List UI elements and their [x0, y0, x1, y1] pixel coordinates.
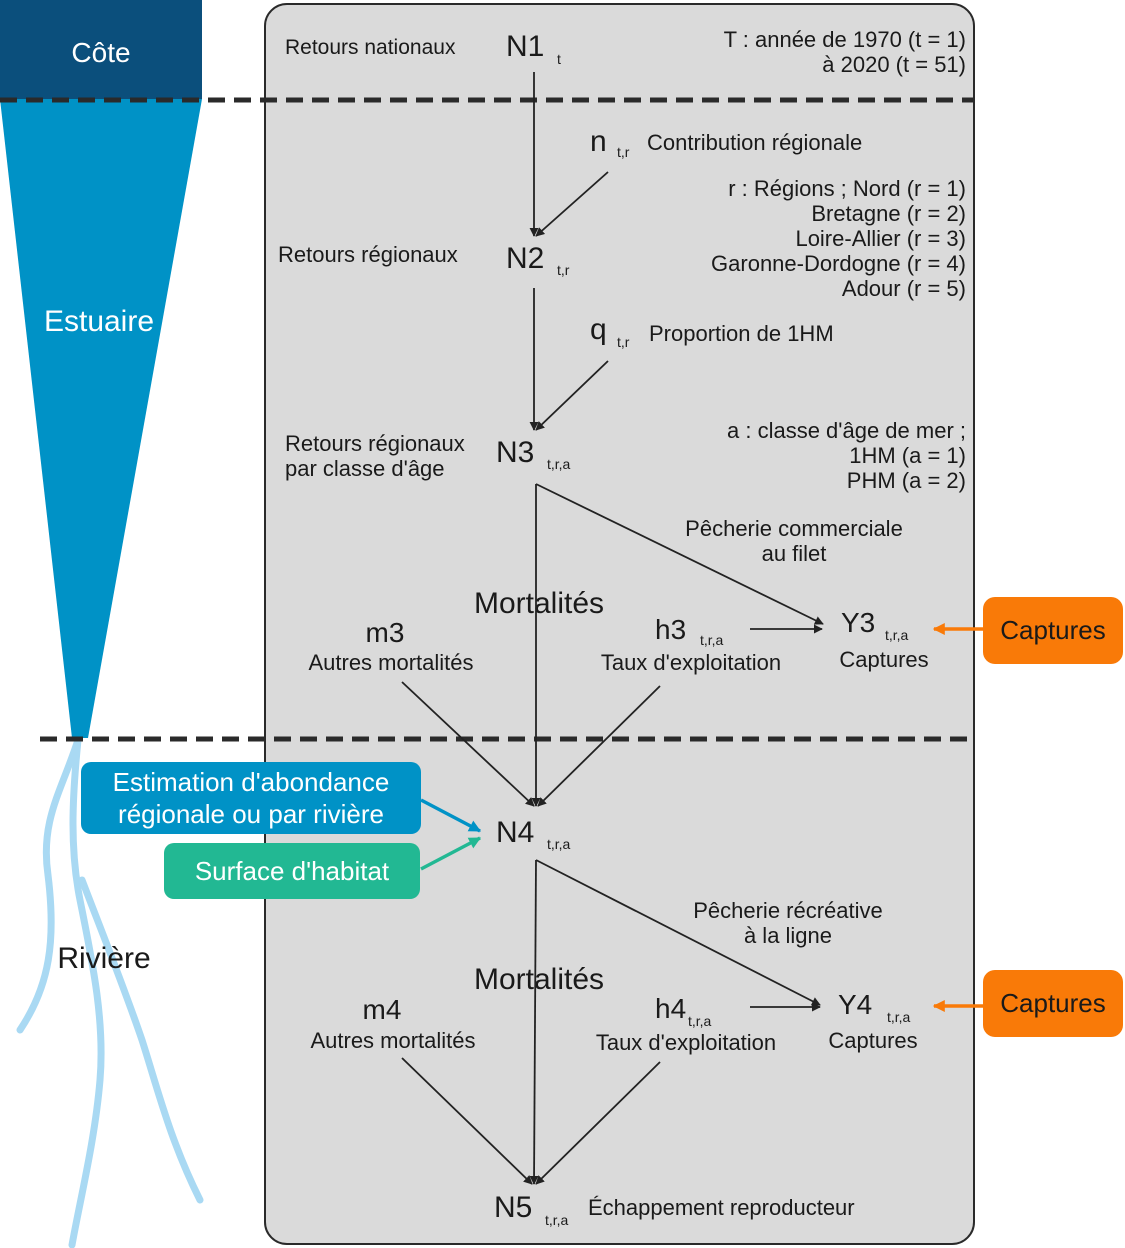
regions-line2: Bretagne (r = 2) [811, 201, 966, 226]
arrow-q-param-n3 [535, 360, 609, 431]
n3-symbol: N3 [496, 436, 534, 469]
h4-subscript: t,r,a [688, 1013, 712, 1029]
n5-label: Échappement reproducteur [588, 1195, 855, 1220]
n3-label-line2: par classe d'âge [285, 456, 445, 481]
arrow-n-param-n2 [535, 171, 609, 237]
estuary-label: Estuaire [44, 305, 154, 338]
y3-label: Captures [839, 647, 928, 672]
arrow-abundance-n4 [420, 798, 482, 833]
time-index-line1: T : année de 1970 (t = 1) [724, 27, 966, 52]
age-classes-line3: PHM (a = 2) [847, 468, 966, 493]
y3-symbol: Y3 [841, 607, 875, 638]
n2-label: Retours régionaux [278, 242, 458, 267]
n-param-subscript: t,r [617, 144, 630, 160]
y4-label: Captures [828, 1028, 917, 1053]
m3-symbol: m3 [366, 617, 405, 648]
captures-box-1 [983, 597, 1123, 664]
arrow-n4-n5 [529, 859, 539, 1185]
captures-box-2-label: Captures [1000, 988, 1106, 1018]
arrow-m4-n5 [401, 1057, 533, 1185]
n2-subscript: t,r [557, 262, 570, 278]
q-param-subscript: t,r [617, 334, 630, 350]
arrow-m3-n4 [401, 681, 535, 807]
regions-line4: Garonne-Dordogne (r = 4) [711, 251, 966, 276]
n3-label-line1: Retours régionaux [285, 431, 465, 456]
m3-label: Autres mortalités [308, 650, 473, 675]
arrow-n4-y4 [535, 859, 821, 1006]
recreational-fishery-line1: Pêcherie récréative [693, 898, 883, 923]
model-panel [264, 3, 975, 1245]
abundance-box [81, 762, 421, 834]
arrow-h4-n5 [535, 1061, 661, 1185]
recreational-fishery-line2: à la ligne [744, 923, 832, 948]
y3-subscript: t,r,a [885, 627, 909, 643]
n1-label: Retours nationaux [285, 36, 456, 59]
commercial-fishery-line1: Pêcherie commerciale [685, 516, 903, 541]
arrow-habitat-n4 [420, 836, 482, 871]
h4-symbol: h4 [655, 993, 686, 1024]
captures-box-2 [983, 970, 1123, 1037]
captures-box-1-label: Captures [1000, 615, 1106, 645]
n5-subscript: t,r,a [545, 1212, 569, 1228]
abundance-box-line1: Estimation d'abondance [113, 767, 390, 797]
time-index-line2: à 2020 (t = 51) [822, 52, 966, 77]
abundance-box-line2: régionale ou par rivière [118, 799, 384, 829]
coast-zone [0, 0, 202, 99]
regions-line5: Adour (r = 5) [842, 276, 966, 301]
n5-symbol: N5 [494, 1191, 532, 1224]
habitat-box-label: Surface d'habitat [195, 856, 390, 886]
habitat-box [164, 843, 420, 899]
h4-label: Taux d'exploitation [596, 1030, 776, 1055]
regions-line1: r : Régions ; Nord (r = 1) [728, 176, 966, 201]
n3-subscript: t,r,a [547, 456, 571, 472]
age-classes-line1: a : classe d'âge de mer ; [727, 418, 966, 443]
regions-line3: Loire-Allier (r = 3) [795, 226, 966, 251]
n-param-symbol: n [590, 125, 607, 158]
river-branches [16, 736, 204, 1248]
h3-subscript: t,r,a [700, 632, 724, 648]
n4-symbol: N4 [496, 816, 534, 849]
h3-symbol: h3 [655, 614, 686, 645]
river-label: Rivière [57, 942, 150, 975]
h3-label: Taux d'exploitation [601, 650, 781, 675]
n4-subscript: t,r,a [547, 836, 571, 852]
q-param-symbol: q [590, 313, 607, 346]
m4-symbol: m4 [363, 994, 402, 1025]
flow-arrows [401, 72, 824, 1185]
q-param-label: Proportion de 1HM [649, 321, 834, 346]
n2-symbol: N2 [506, 242, 544, 275]
mortality-1-title: Mortalités [474, 587, 604, 620]
commercial-fishery-line2: au filet [762, 541, 827, 566]
n1-symbol: N1 [506, 30, 544, 63]
coast-label: Côte [71, 37, 130, 68]
y4-subscript: t,r,a [887, 1009, 911, 1025]
n-param-label: Contribution régionale [647, 130, 862, 155]
mortality-2-title: Mortalités [474, 963, 604, 996]
n1-subscript: t [557, 51, 561, 67]
y4-symbol: Y4 [838, 989, 872, 1020]
estuary-shape [0, 99, 202, 738]
arrow-n3-y3 [535, 483, 824, 625]
age-classes-line2: 1HM (a = 1) [849, 443, 966, 468]
arrow-h3-n4 [537, 685, 661, 807]
m4-label: Autres mortalités [310, 1028, 475, 1053]
